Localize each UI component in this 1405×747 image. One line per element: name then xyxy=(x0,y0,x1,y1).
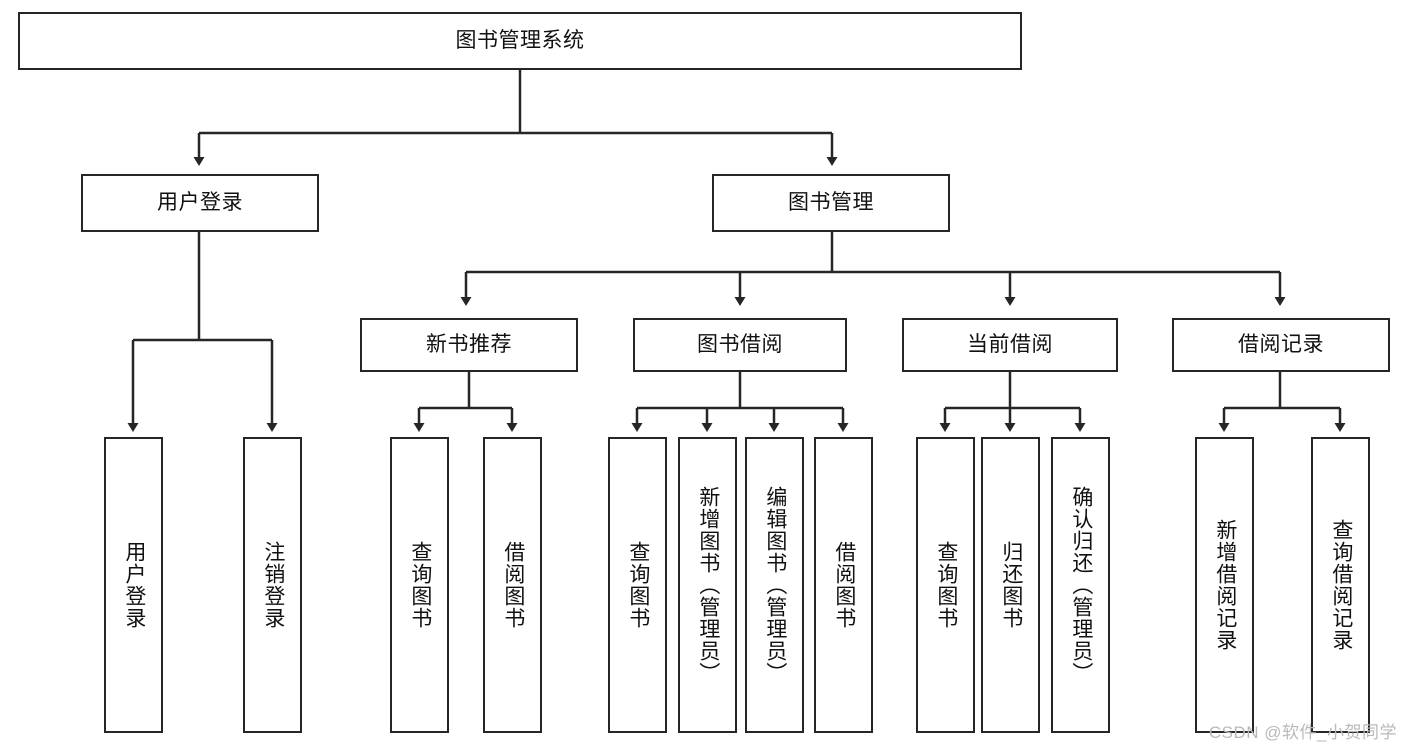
node-label: 当前借阅 xyxy=(967,333,1053,357)
node-label: 图书借阅 xyxy=(697,333,783,357)
node-label: 查询图书 xyxy=(626,541,650,629)
node-label: 借阅记录 xyxy=(1238,333,1324,357)
node-label: 查询图书 xyxy=(934,541,958,629)
leaf-record-query-record[interactable]: 查询借阅记录 xyxy=(1311,437,1370,733)
node-label: 图书管理 xyxy=(788,191,874,215)
node-label: 用户登录 xyxy=(122,541,146,629)
leaf-recommend-borrow-book[interactable]: 借阅图书 xyxy=(483,437,542,733)
watermark: CSDN @软件_小贺同学 xyxy=(1208,723,1397,742)
leaf-recommend-query-book[interactable]: 查询图书 xyxy=(390,437,449,733)
node-new-book-recommend[interactable]: 新书推荐 xyxy=(360,318,578,372)
node-label: 查询借阅记录 xyxy=(1329,519,1353,651)
node-label: 新书推荐 xyxy=(426,333,512,357)
node-label: 查询图书 xyxy=(408,541,432,629)
node-label: 借阅图书 xyxy=(501,541,525,629)
node-label: 用户登录 xyxy=(157,191,243,215)
leaf-borrow-query-book[interactable]: 查询图书 xyxy=(608,437,667,733)
node-book-management[interactable]: 图书管理 xyxy=(712,174,950,232)
leaf-user-login-signin[interactable]: 用户登录 xyxy=(104,437,163,733)
leaf-user-login-signout[interactable]: 注销登录 xyxy=(243,437,302,733)
node-label: 确认归还（管理员） xyxy=(1069,486,1093,684)
leaf-borrow-add-book-admin[interactable]: 新增图书（管理员） xyxy=(678,437,737,733)
node-label: 新增图书（管理员） xyxy=(696,486,720,684)
node-label: 归还图书 xyxy=(999,541,1023,629)
leaf-current-confirm-return-admin[interactable]: 确认归还（管理员） xyxy=(1051,437,1110,733)
leaf-record-add-record[interactable]: 新增借阅记录 xyxy=(1195,437,1254,733)
leaf-borrow-edit-book-admin[interactable]: 编辑图书（管理员） xyxy=(745,437,804,733)
node-book-borrow[interactable]: 图书借阅 xyxy=(633,318,847,372)
node-label: 注销登录 xyxy=(261,541,285,629)
node-label: 图书管理系统 xyxy=(455,29,585,53)
node-borrow-record[interactable]: 借阅记录 xyxy=(1172,318,1390,372)
node-current-borrow[interactable]: 当前借阅 xyxy=(902,318,1118,372)
node-user-login[interactable]: 用户登录 xyxy=(81,174,319,232)
leaf-current-query-book[interactable]: 查询图书 xyxy=(916,437,975,733)
node-label: 新增借阅记录 xyxy=(1213,519,1237,651)
leaf-current-return-book[interactable]: 归还图书 xyxy=(981,437,1040,733)
node-root-system[interactable]: 图书管理系统 xyxy=(18,12,1022,70)
node-label: 编辑图书（管理员） xyxy=(763,486,787,684)
node-label: 借阅图书 xyxy=(832,541,856,629)
leaf-borrow-borrow-book[interactable]: 借阅图书 xyxy=(814,437,873,733)
